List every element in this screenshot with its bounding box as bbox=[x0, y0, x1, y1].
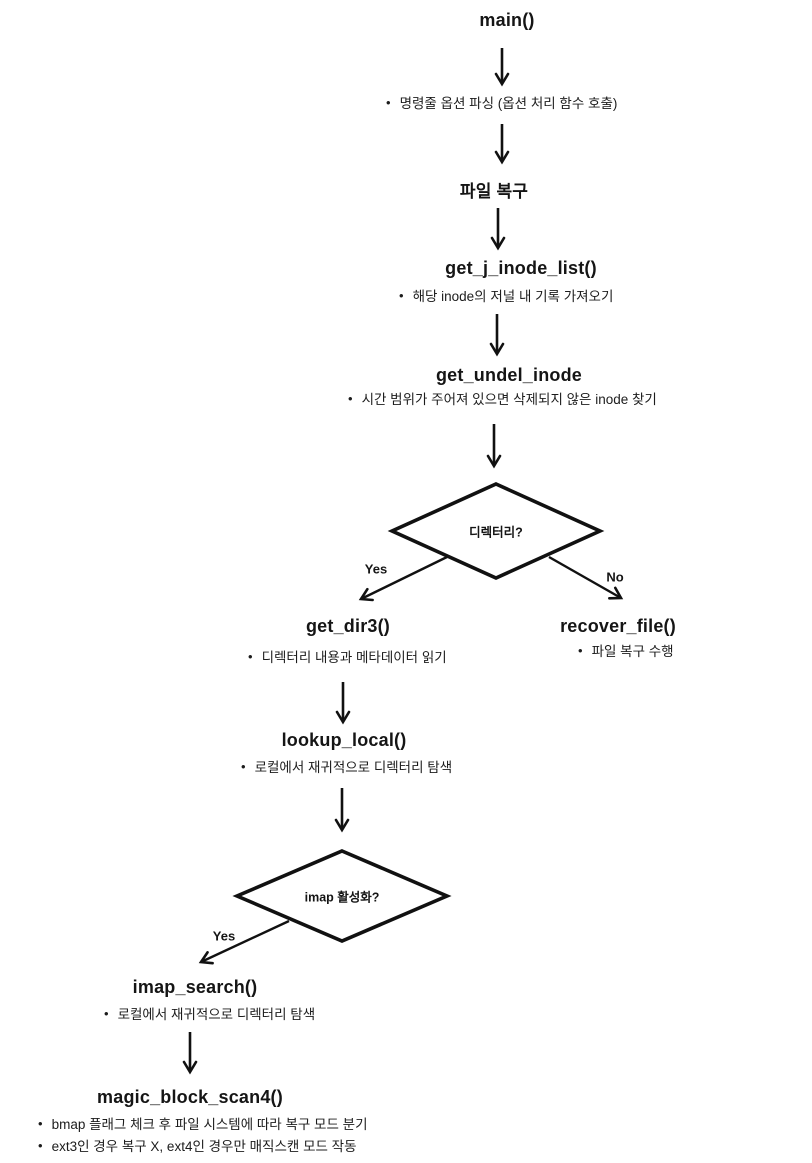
note-magic-block-scan4-1-text: bmap 플래그 체크 후 파일 시스템에 따라 복구 모드 분기 bbox=[51, 1117, 368, 1132]
node-lookup-local: lookup_local() bbox=[281, 730, 407, 750]
note-get-dir3: 디렉터리 내용과 메타데이터 읽기 bbox=[248, 649, 447, 666]
note-get-dir3-text: 디렉터리 내용과 메타데이터 읽기 bbox=[261, 650, 447, 665]
node-get-undel-inode: get_undel_inode bbox=[435, 365, 583, 385]
note-lookup-local: 로컬에서 재귀적으로 디렉터리 탐색 bbox=[241, 759, 453, 776]
note-main: 명령줄 옵션 파싱 (옵션 처리 함수 호출) bbox=[386, 95, 618, 112]
arrow-directory-yes bbox=[358, 555, 448, 602]
arrow-imap-yes bbox=[198, 919, 290, 965]
note-lookup-local-text: 로컬에서 재귀적으로 디렉터리 탐색 bbox=[254, 760, 453, 775]
note-imap-search: 로컬에서 재귀적으로 디렉터리 탐색 bbox=[104, 1006, 316, 1023]
branch-label-directory-no: No bbox=[606, 569, 624, 585]
arrow-directory-no bbox=[548, 555, 624, 600]
node-get-j-inode-list: get_j_inode_list() bbox=[445, 258, 597, 278]
node-file-recovery: 파일 복구 bbox=[459, 182, 529, 201]
node-main: main() bbox=[479, 10, 535, 30]
bullet-icon bbox=[348, 391, 362, 408]
note-main-text: 명령줄 옵션 파싱 (옵션 처리 함수 호출) bbox=[399, 96, 618, 111]
note-get-undel-inode: 시간 범위가 주어져 있으면 삭제되지 않은 inode 찾기 bbox=[348, 391, 657, 408]
branch-label-imap-yes: Yes bbox=[212, 928, 236, 944]
note-recover-file-text: 파일 복구 수행 bbox=[591, 644, 674, 659]
decision-imap-label: imap 활성화? bbox=[304, 890, 380, 905]
note-magic-block-scan4-1: bmap 플래그 체크 후 파일 시스템에 따라 복구 모드 분기 bbox=[38, 1116, 368, 1133]
note-imap-search-text: 로컬에서 재귀적으로 디렉터리 탐색 bbox=[117, 1007, 316, 1022]
bullet-icon bbox=[104, 1006, 118, 1023]
note-get-undel-inode-text: 시간 범위가 주어져 있으면 삭제되지 않은 inode 찾기 bbox=[361, 392, 657, 407]
decision-imap-shape bbox=[232, 849, 452, 943]
bullet-icon bbox=[399, 288, 413, 305]
bullet-icon bbox=[38, 1138, 52, 1155]
decision-directory-shape bbox=[387, 482, 605, 580]
note-recover-file: 파일 복구 수행 bbox=[578, 643, 674, 660]
bullet-icon bbox=[241, 759, 255, 776]
node-imap-search: imap_search() bbox=[132, 977, 258, 997]
node-magic-block-scan4: magic_block_scan4() bbox=[97, 1087, 283, 1107]
note-get-j-inode-list-text: 해당 inode의 저널 내 기록 가져오기 bbox=[412, 289, 614, 304]
note-magic-block-scan4-2: ext3인 경우 복구 X, ext4인 경우만 매직스캔 모드 작동 bbox=[38, 1138, 357, 1155]
node-recover-file: recover_file() bbox=[560, 616, 676, 636]
bullet-icon bbox=[38, 1116, 52, 1133]
bullet-icon bbox=[386, 95, 400, 112]
branch-label-directory-yes: Yes bbox=[364, 561, 388, 577]
decision-directory-label: 디렉터리? bbox=[469, 525, 523, 540]
note-magic-block-scan4-2-text: ext3인 경우 복구 X, ext4인 경우만 매직스캔 모드 작동 bbox=[51, 1139, 357, 1154]
note-get-j-inode-list: 해당 inode의 저널 내 기록 가져오기 bbox=[399, 288, 614, 305]
bullet-icon bbox=[578, 643, 592, 660]
bullet-icon bbox=[248, 649, 262, 666]
node-get-dir3: get_dir3() bbox=[305, 616, 391, 636]
